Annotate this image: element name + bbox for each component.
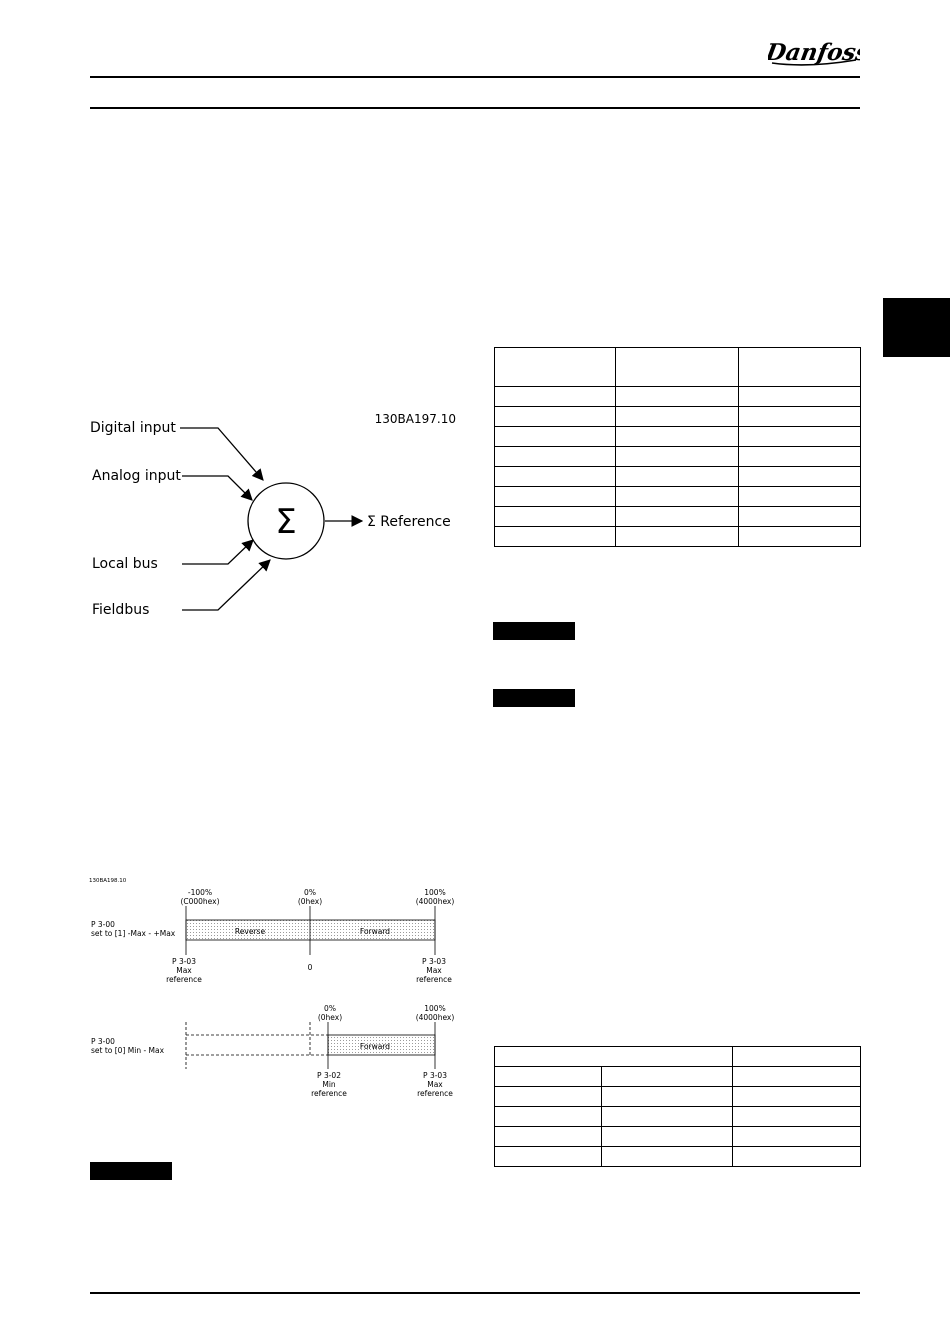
figure-code: 130BA197.10 xyxy=(375,412,456,426)
sigma-symbol: Σ xyxy=(275,502,296,542)
top-mid-pct: 0% xyxy=(304,888,316,897)
note-label-bar xyxy=(493,622,575,640)
table-cell xyxy=(738,347,861,387)
top-mid-hex: (0hex) xyxy=(298,897,322,906)
top-setting-param: P 3-00 xyxy=(91,920,115,929)
table-row xyxy=(494,1126,861,1147)
header-rule-lower xyxy=(90,107,860,109)
digital-input-arrow xyxy=(180,427,264,481)
bottom-mid-pct: 0% xyxy=(324,1004,336,1013)
table-row xyxy=(494,1146,861,1167)
zero-label: 0 xyxy=(308,963,313,972)
top-left-hex: (C000hex) xyxy=(180,897,219,906)
brand-wordmark: Danfoss xyxy=(768,39,860,66)
forward-label-top: Forward xyxy=(360,927,390,936)
danfoss-logo-mark: Danfoss xyxy=(763,39,871,66)
table-row xyxy=(494,486,861,507)
bottom-min-param-line2: Min xyxy=(322,1080,336,1089)
top-right-pct: 100% xyxy=(424,888,445,897)
table-grid-2 xyxy=(494,1046,861,1167)
header-rule xyxy=(90,76,860,78)
bottom-right-param-line3: reference xyxy=(417,1089,453,1098)
table-grid-1 xyxy=(494,347,861,547)
forward-label-bottom: Forward xyxy=(360,1042,390,1051)
top-right-param-line2: Max xyxy=(426,966,442,975)
bottom-setting-value: set to [0] Min - Max xyxy=(91,1046,165,1055)
top-right-param-line3: reference xyxy=(416,975,452,984)
bottom-min-param-line3: reference xyxy=(311,1089,347,1098)
top-left-pct: -100% xyxy=(188,888,212,897)
summing-junction xyxy=(247,482,325,560)
reverse-label: Reverse xyxy=(235,927,266,936)
footer-rule xyxy=(90,1292,860,1294)
input-label-local-bus: Local bus xyxy=(92,556,158,572)
chapter-tab xyxy=(883,298,950,357)
table-row xyxy=(494,526,861,547)
caution-label-bar xyxy=(493,689,575,707)
table-row xyxy=(494,1086,861,1107)
table-row xyxy=(494,1066,861,1087)
bottom-setting-param: P 3-00 xyxy=(91,1037,115,1046)
table-cell xyxy=(615,347,739,387)
input-label-digital: Digital input xyxy=(90,420,176,436)
bottom-right-hex: (4000hex) xyxy=(416,1013,455,1022)
bottom-mid-hex: (0hex) xyxy=(318,1013,342,1022)
input-label-analog: Analog input xyxy=(92,468,181,484)
table-row xyxy=(494,506,861,527)
bottom-min-param: P 3-02 xyxy=(317,1071,341,1080)
range-figure-code: 130BA198.10 xyxy=(89,878,127,884)
bottom-right-param-line2: Max xyxy=(427,1080,443,1089)
bottom-right-param: P 3-03 xyxy=(423,1071,447,1080)
top-left-param-line3: reference xyxy=(166,975,202,984)
table-row xyxy=(494,466,861,487)
table-row xyxy=(494,386,861,407)
table-cell xyxy=(494,347,616,387)
reference-sum-diagram: 130BA197.10 Digital input Analog input L… xyxy=(90,412,456,618)
bottom-right-pct: 100% xyxy=(424,1004,445,1013)
fieldbus-arrow xyxy=(182,559,271,611)
analog-input-arrow xyxy=(182,475,253,501)
table-row xyxy=(494,446,861,467)
table-row xyxy=(494,406,861,427)
top-right-param: P 3-03 xyxy=(422,957,446,966)
table-row xyxy=(494,1106,861,1127)
note-label-bar xyxy=(90,1162,172,1180)
top-left-param: P 3-03 xyxy=(172,957,196,966)
top-left-param-line2: Max xyxy=(176,966,192,975)
reference-range-diagram: 130BA198.10 -100% (C000hex) 0% (0hex) 10… xyxy=(89,878,455,1098)
input-label-fieldbus: Fieldbus xyxy=(92,602,149,618)
danfoss-logo: Danfoss xyxy=(763,30,871,74)
local-bus-arrow xyxy=(182,539,254,565)
table-row xyxy=(494,426,861,447)
top-right-hex: (4000hex) xyxy=(416,897,455,906)
output-label: Σ Reference xyxy=(367,514,451,530)
top-range-band xyxy=(185,919,436,941)
top-setting-value: set to [1] -Max - +Max xyxy=(91,929,176,938)
